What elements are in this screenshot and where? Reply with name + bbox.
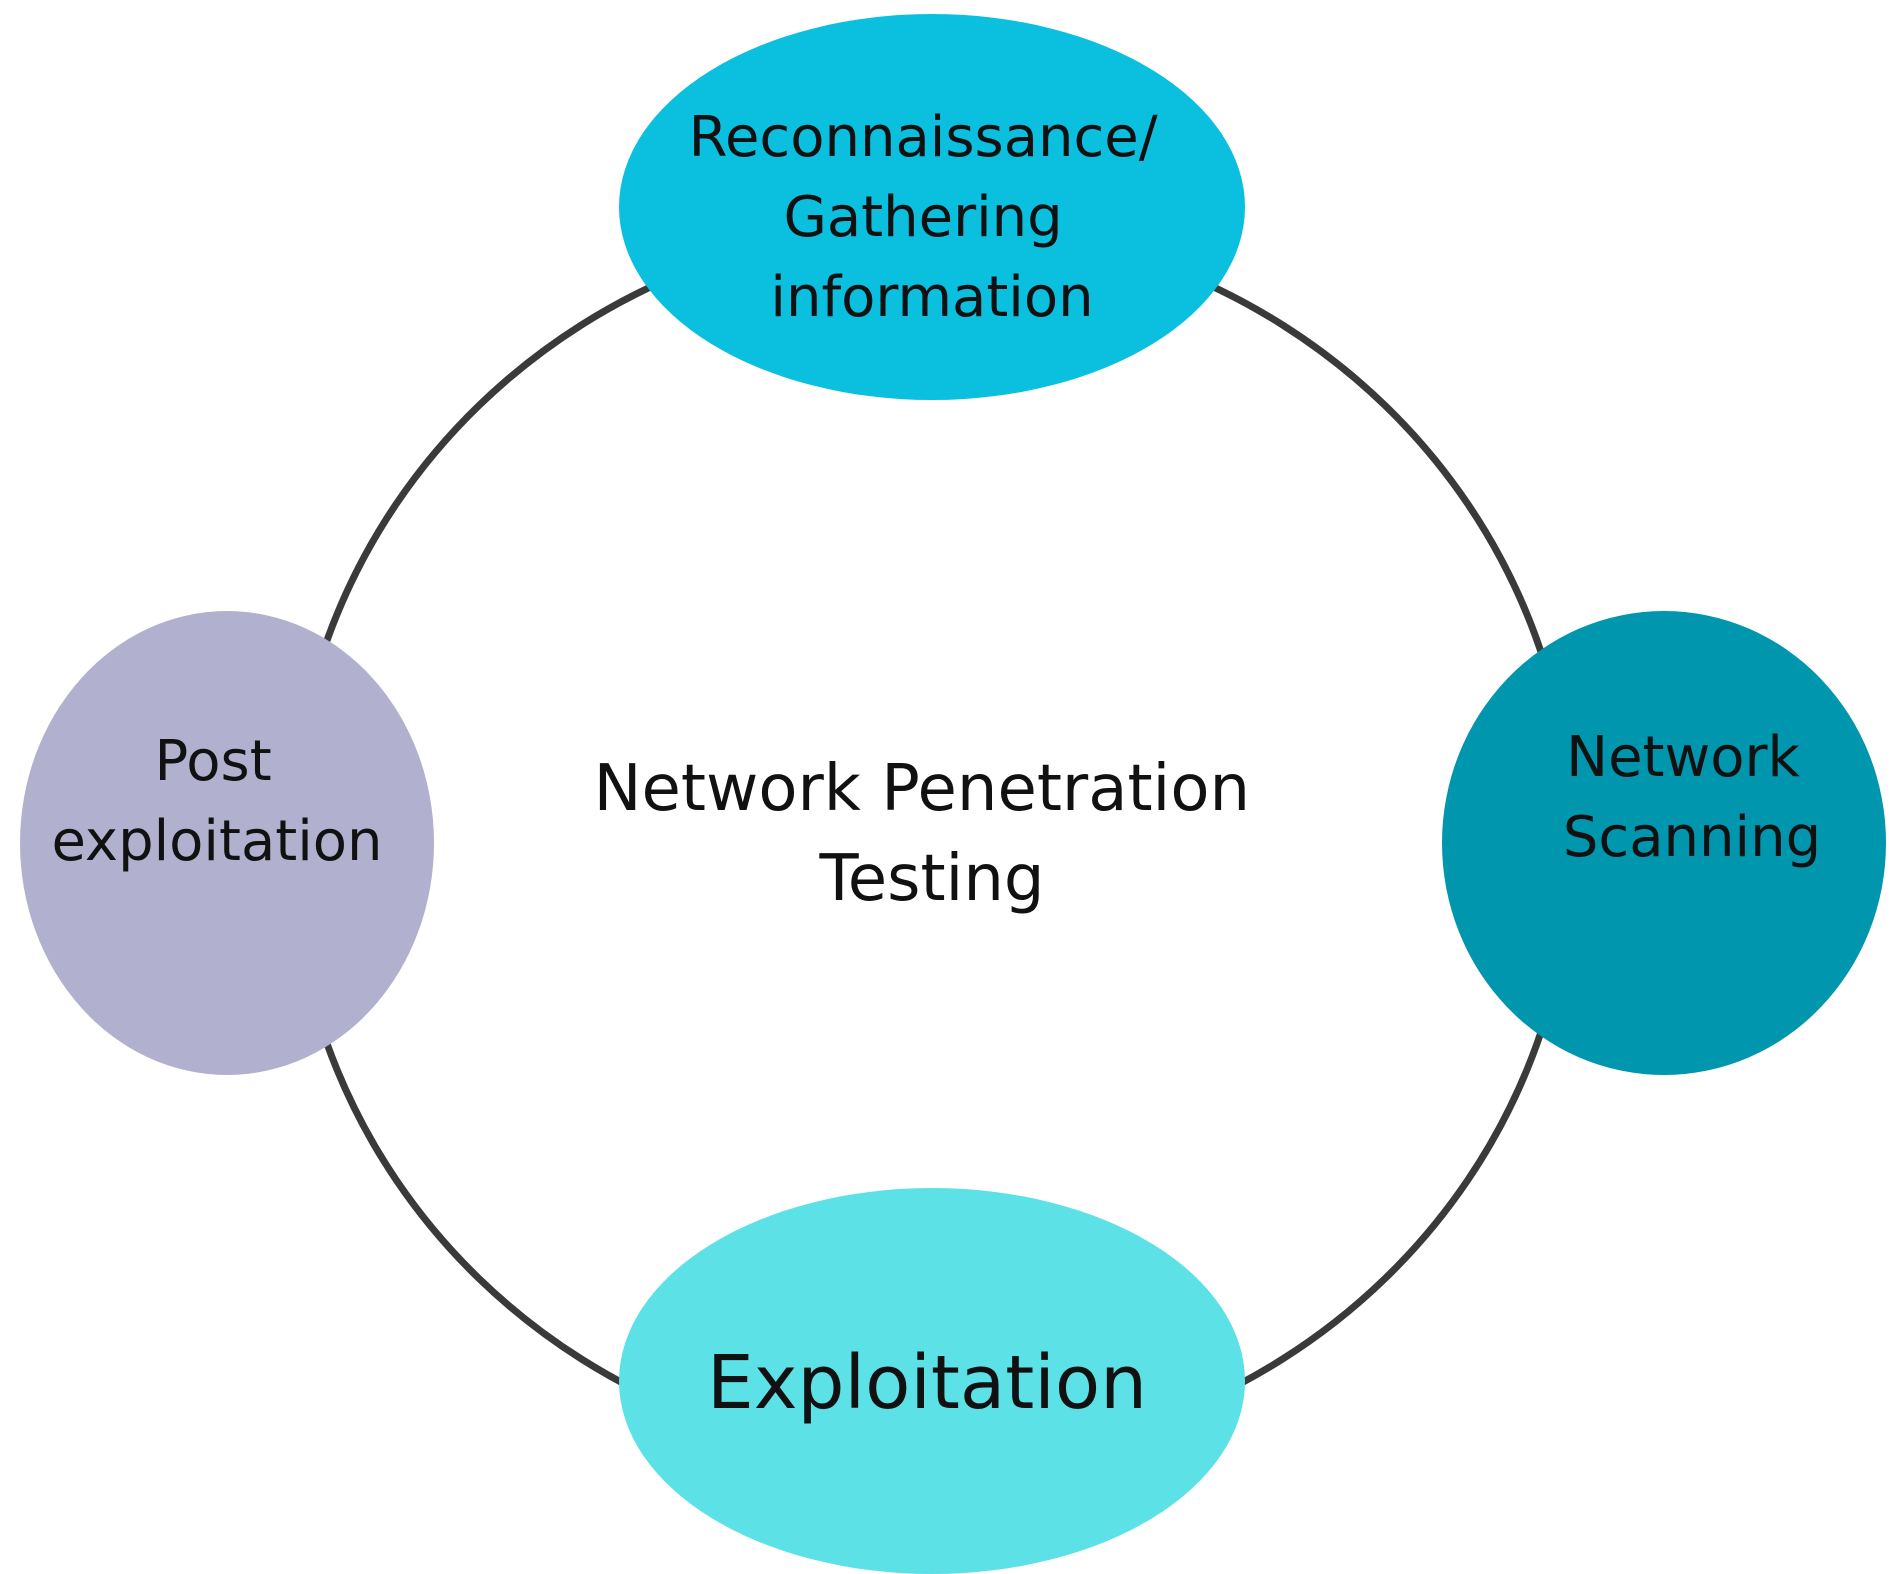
svg-text:Reconnaissance/ Gatherin: Reconnaissance/ Gathering information — [689, 105, 1176, 330]
phase-reconnaissance-node — [619, 14, 1245, 400]
phase-reconnaissance-label-line-3: information — [770, 265, 1093, 330]
phase-network-scanning: Network Scanning — [1442, 611, 1886, 1075]
svg-text:Post exploitation: Post exploitation — [51, 729, 382, 874]
phase-exploitation-node — [619, 1188, 1245, 1574]
phase-reconnaissance-label-line-1: Reconnaissance/ — [689, 105, 1158, 170]
phase-exploitation-label-line-1: Exploitation — [707, 1340, 1147, 1426]
center-title: Network Penetration Testing — [594, 752, 1271, 916]
center-title-line-2: Testing — [819, 842, 1045, 916]
center-title-line-1: Network Penetration — [594, 752, 1250, 826]
phase-network-scanning-node — [1442, 611, 1886, 1075]
svg-text:Exploitation: Exploitation — [707, 1340, 1147, 1426]
phase-reconnaissance-label-line-2: Gathering — [783, 185, 1062, 250]
phase-post-exploitation-label-line-1: Post — [155, 729, 272, 794]
svg-text:Network Scanning: Network Scanning — [1563, 725, 1821, 870]
phase-post-exploitation: Post exploitation — [20, 611, 434, 1075]
phase-reconnaissance: Reconnaissance/ Gathering information — [619, 14, 1245, 400]
phase-post-exploitation-node — [20, 611, 434, 1075]
phase-exploitation: Exploitation — [619, 1188, 1245, 1574]
svg-text:Network Penetration Test: Network Penetration Testing — [594, 752, 1271, 916]
phase-post-exploitation-label-line-2: exploitation — [51, 809, 382, 874]
phase-network-scanning-label-line-1: Network — [1566, 725, 1800, 790]
phase-network-scanning-label-line-2: Scanning — [1563, 805, 1821, 870]
